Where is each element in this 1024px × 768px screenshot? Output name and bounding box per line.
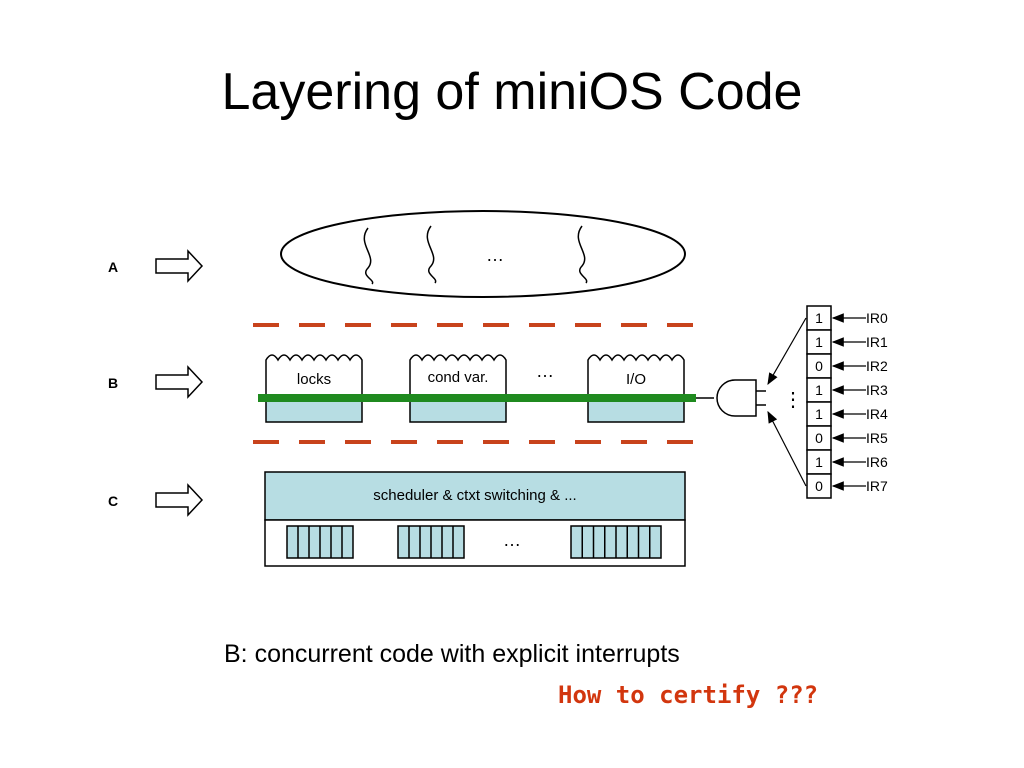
register-to-gate-line [767,317,807,386]
module-cond-var: cond var. [409,354,507,423]
register-bit-value: 1 [815,310,823,326]
thread-squiggle-icon [363,227,374,285]
interrupt-line-label: IR4 [866,406,888,422]
module-locks-label: locks [297,371,331,388]
layer-b-arrow-icon [155,365,204,399]
caption: B: concurrent code with explicit interru… [224,640,680,668]
thread-queue [397,525,465,559]
register-bit-cell [806,329,832,355]
register-to-gate-line [767,410,807,487]
register-bit-value: 1 [815,406,823,422]
register-bit-cell [806,353,832,379]
threads-ellipsis: … [486,245,504,265]
interrupt-line-label: IR1 [866,334,888,350]
certify-question: How to certify ??? [558,681,819,709]
thread-squiggle-icon [426,225,437,284]
layer-c-label: C [108,493,118,509]
fan-in-vertical-ellipsis: ⋮ [783,389,803,411]
module-io-label: I/O [626,371,646,388]
scheduler-label: scheduler & ctxt switching & ... [373,487,576,504]
register-bit-cell [806,473,832,499]
register-bit-value: 1 [815,382,823,398]
register-bit-value: 0 [815,478,823,494]
module-locks: locks [265,354,363,423]
and-gate-icon [716,379,757,417]
layer-a-arrow-icon [155,249,204,283]
interrupt-line-label: IR6 [866,454,888,470]
module-io: I/O [587,354,685,423]
register-bit-value: 0 [815,358,823,374]
thread-squiggle-icon [577,225,588,284]
interrupt-line-label: IR0 [866,310,888,326]
slide-title: Layering of miniOS Code [221,63,803,121]
layer-b-label: B [108,375,118,391]
register-bit-cell [806,425,832,451]
thread-queue [570,525,662,559]
interrupt-line-label: IR3 [866,382,888,398]
queues-ellipsis: … [503,530,521,550]
modules-ellipsis: … [536,361,554,381]
register-bit-value: 1 [815,334,823,350]
register-bit-cell [806,377,832,403]
interrupt-line-label: IR5 [866,430,888,446]
interrupt-line-label: IR7 [866,478,888,494]
module-cond-var-label: cond var. [428,369,489,386]
register-bit-value: 0 [815,430,823,446]
thread-pool-ellipse [280,210,686,298]
layer-c-arrow-icon [155,483,204,517]
register-bit-value: 1 [815,454,823,470]
interrupt-line-label: IR2 [866,358,888,374]
thread-queue [286,525,354,559]
layer-a-label: A [108,259,118,275]
